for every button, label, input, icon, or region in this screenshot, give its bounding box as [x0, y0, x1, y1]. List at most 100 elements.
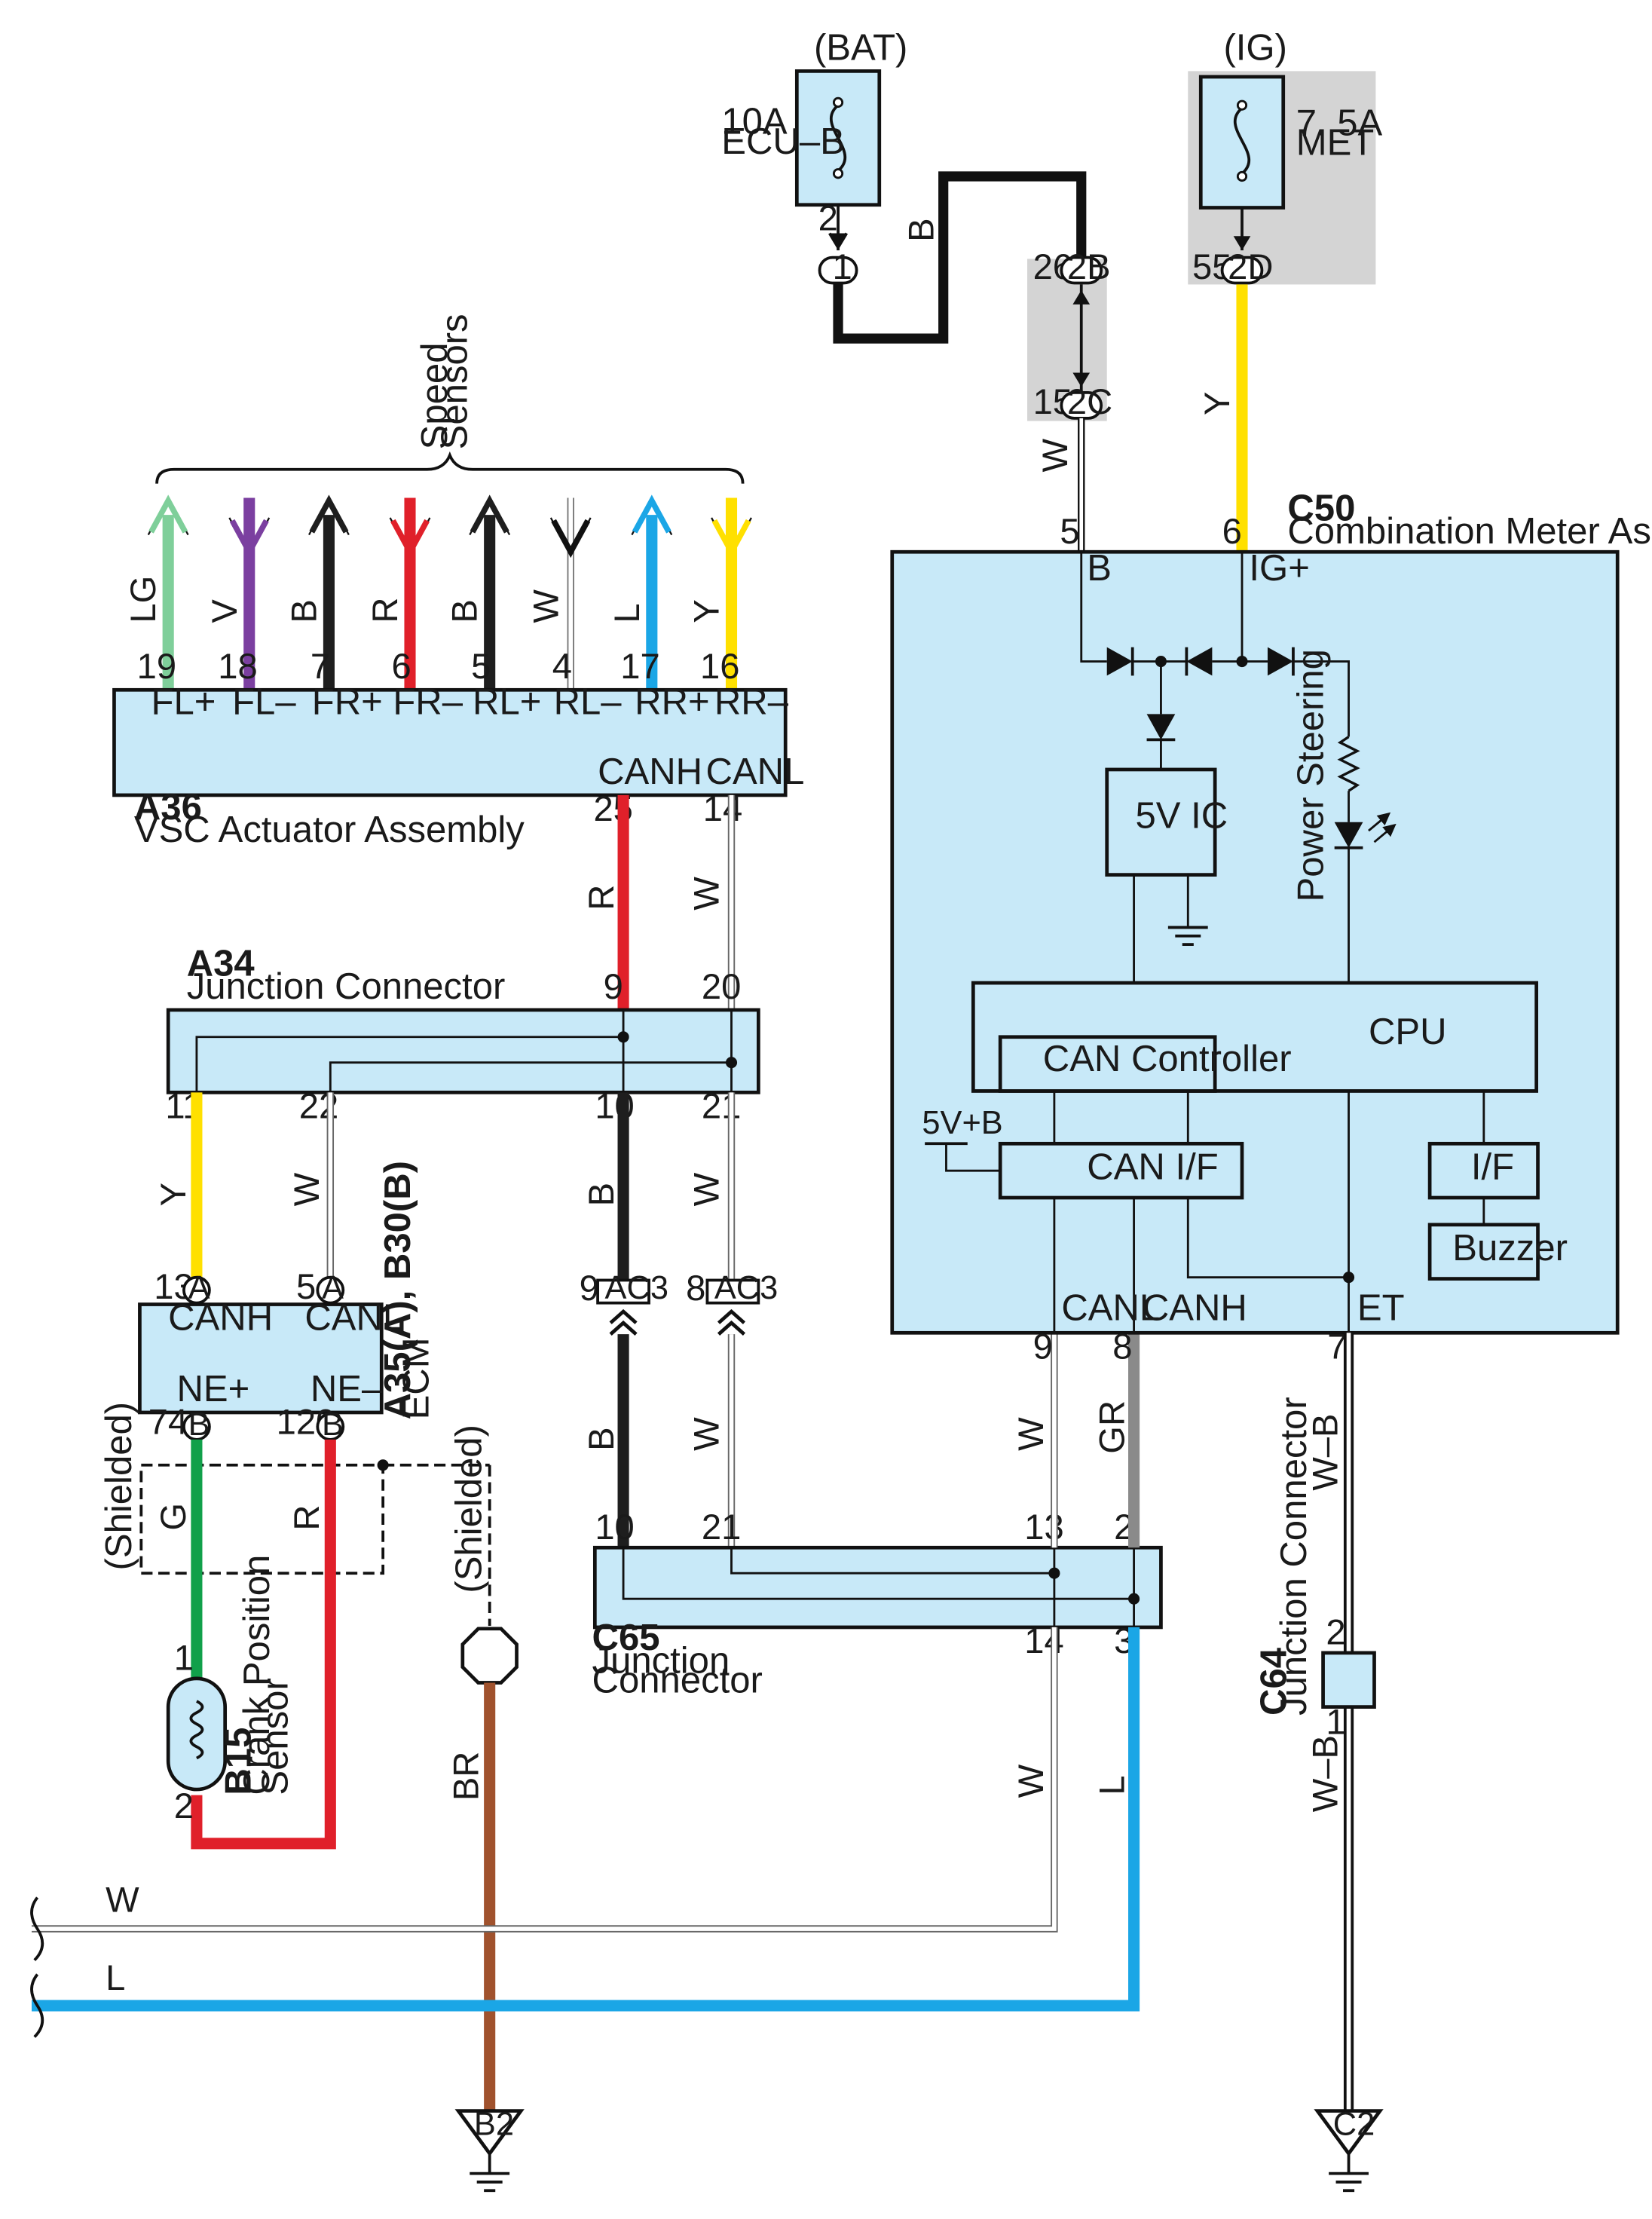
- arrow-icon: [148, 494, 188, 534]
- can-controller-label: CAN Controller: [1043, 1039, 1292, 1079]
- speed-sensor-pin: 16: [700, 646, 739, 686]
- ig-label: (IG): [1223, 27, 1286, 68]
- wire-r-crank: [191, 1439, 336, 1850]
- ecm-name: ECM: [396, 1337, 437, 1419]
- speed-sensor-wire-label: Y: [687, 599, 727, 623]
- if-label: I/F: [1471, 1146, 1514, 1187]
- wire-w-c65-label: W: [687, 1417, 727, 1451]
- speed-sensor-wire-label: V: [204, 599, 244, 623]
- ic-5v-label: 5V IC: [1135, 795, 1228, 836]
- ecm-canh: CANH: [168, 1298, 273, 1339]
- speed-sensor-pin: 19: [137, 646, 176, 686]
- fuse-icon: [829, 104, 847, 172]
- power-steering-label: Power Steering: [1291, 649, 1332, 901]
- ground-b2: [454, 2109, 525, 2157]
- wire-w-c50-label: W: [1011, 1417, 1051, 1451]
- c50-code: C50: [1287, 488, 1355, 529]
- c50-pin-canh: 8: [1112, 1326, 1132, 1366]
- c50-et: ET: [1357, 1287, 1405, 1328]
- conn-1-label: 1: [832, 246, 852, 286]
- ac3-pin-left: 9: [580, 1268, 599, 1308]
- c64-box: [1321, 1651, 1376, 1709]
- wire-b-bat: [833, 171, 1087, 344]
- ac3-pin-right: 8: [686, 1268, 705, 1308]
- a36-pin-l: 14: [703, 788, 742, 828]
- b15-pin2: 2: [174, 1786, 194, 1826]
- j2b-conn: 2B: [1067, 246, 1111, 286]
- break-icon: [30, 1973, 44, 2038]
- fuse-icon: [1233, 106, 1251, 175]
- cpu-label: CPU: [1369, 1012, 1447, 1052]
- arrow-icon: [309, 494, 349, 534]
- ecm-conn-b2-label: B: [322, 1406, 344, 1443]
- wire-b-bat-label: B: [901, 218, 941, 241]
- ecm-box: [138, 1302, 384, 1415]
- conn-2d: [1220, 256, 1264, 285]
- a36-terminal-label: RL–: [554, 681, 623, 722]
- b15-line1: Crank Position: [237, 1555, 277, 1795]
- j2c-conn: 2C: [1067, 381, 1112, 421]
- c65-line1: Junction: [592, 1640, 730, 1681]
- c64-pin2: 2: [1326, 1612, 1345, 1652]
- wire-b-ac3-label: B: [581, 1183, 621, 1206]
- ecm-pin-canl: 5: [296, 1266, 316, 1306]
- buzzer-label: Buzzer: [1452, 1228, 1568, 1269]
- wire-w-ac3-label: W: [687, 1172, 727, 1206]
- diode-icon: [1146, 714, 1176, 740]
- speed-sensor-pin: 7: [311, 646, 330, 686]
- c50-canl: CANL: [1061, 1287, 1160, 1328]
- b15-line2: Sensor: [255, 1678, 296, 1795]
- ig-conn: 2D: [1228, 246, 1273, 286]
- c65-line2: Connector: [592, 1660, 763, 1701]
- wire-w-canl-label: W: [687, 877, 727, 911]
- c50-igp: IG+: [1249, 548, 1309, 589]
- wire-gr-label: GR: [1091, 1400, 1131, 1454]
- c65-pin-21: 21: [702, 1507, 741, 1547]
- ig-fuse-amp: 7. 5A: [1296, 103, 1383, 143]
- break-icon: [30, 1896, 44, 1961]
- bus-w-label: W: [106, 1879, 139, 1919]
- a36-terminals: FL+FL–FR+FR–RL+RL–RR+RR–: [151, 681, 789, 722]
- ground-c2: [1314, 2109, 1384, 2157]
- wire-w-bus: [32, 1627, 1057, 1931]
- arrow-icon: [470, 494, 509, 534]
- ecm-nep: NE+: [177, 1369, 250, 1409]
- c50-name: Combination Meter Assembly: [1287, 511, 1652, 552]
- a36-terminal-label: RL+: [473, 681, 541, 722]
- ground-c2-label: C2: [1333, 2107, 1375, 2143]
- ground-b2-label: B2: [474, 2107, 514, 2143]
- speed-sensor-pin: 18: [218, 646, 257, 686]
- ac3-right-label: AC3: [714, 1270, 778, 1306]
- diode-icon: [1186, 647, 1213, 676]
- arrow-icon: [632, 494, 672, 534]
- c64-code: C64: [1254, 1647, 1295, 1716]
- a36-canl: CANL: [706, 751, 805, 792]
- conn-2b: [1060, 256, 1103, 285]
- ecm-conn-a2-label: A: [322, 1270, 344, 1306]
- arrow-icon: [390, 519, 430, 559]
- wire-w-2c-label: W: [1035, 439, 1075, 473]
- c50-b: B: [1087, 548, 1112, 589]
- wire-br-label: BR: [446, 1752, 486, 1801]
- ecm-conn-b1-label: B: [188, 1406, 210, 1443]
- shield-label: (Shielded): [99, 1402, 139, 1571]
- speed-sensor-pin: 17: [620, 646, 659, 686]
- a36-terminal-label: RR–: [714, 681, 789, 722]
- ac3-left-label: AC3: [605, 1270, 668, 1306]
- speed-sensor-pin: 4: [552, 646, 572, 686]
- can-if: [998, 1141, 1244, 1200]
- a36-code: A36: [134, 787, 202, 828]
- a36-terminal-label: FL–: [232, 681, 296, 722]
- c50-canh: CANH: [1143, 1287, 1247, 1328]
- speed-sensor-pin: 6: [391, 646, 411, 686]
- a34-box: [166, 1008, 760, 1094]
- a34-code: A34: [187, 944, 255, 984]
- led-icon: [1334, 822, 1363, 848]
- speed-sensor-wire-label: W: [525, 589, 565, 623]
- ac3-right: [705, 1278, 760, 1305]
- wire-y-ecm-label: Y: [153, 1183, 193, 1206]
- speed-sensor-wire-label: L: [607, 603, 647, 623]
- a36-canh: CANH: [598, 751, 702, 792]
